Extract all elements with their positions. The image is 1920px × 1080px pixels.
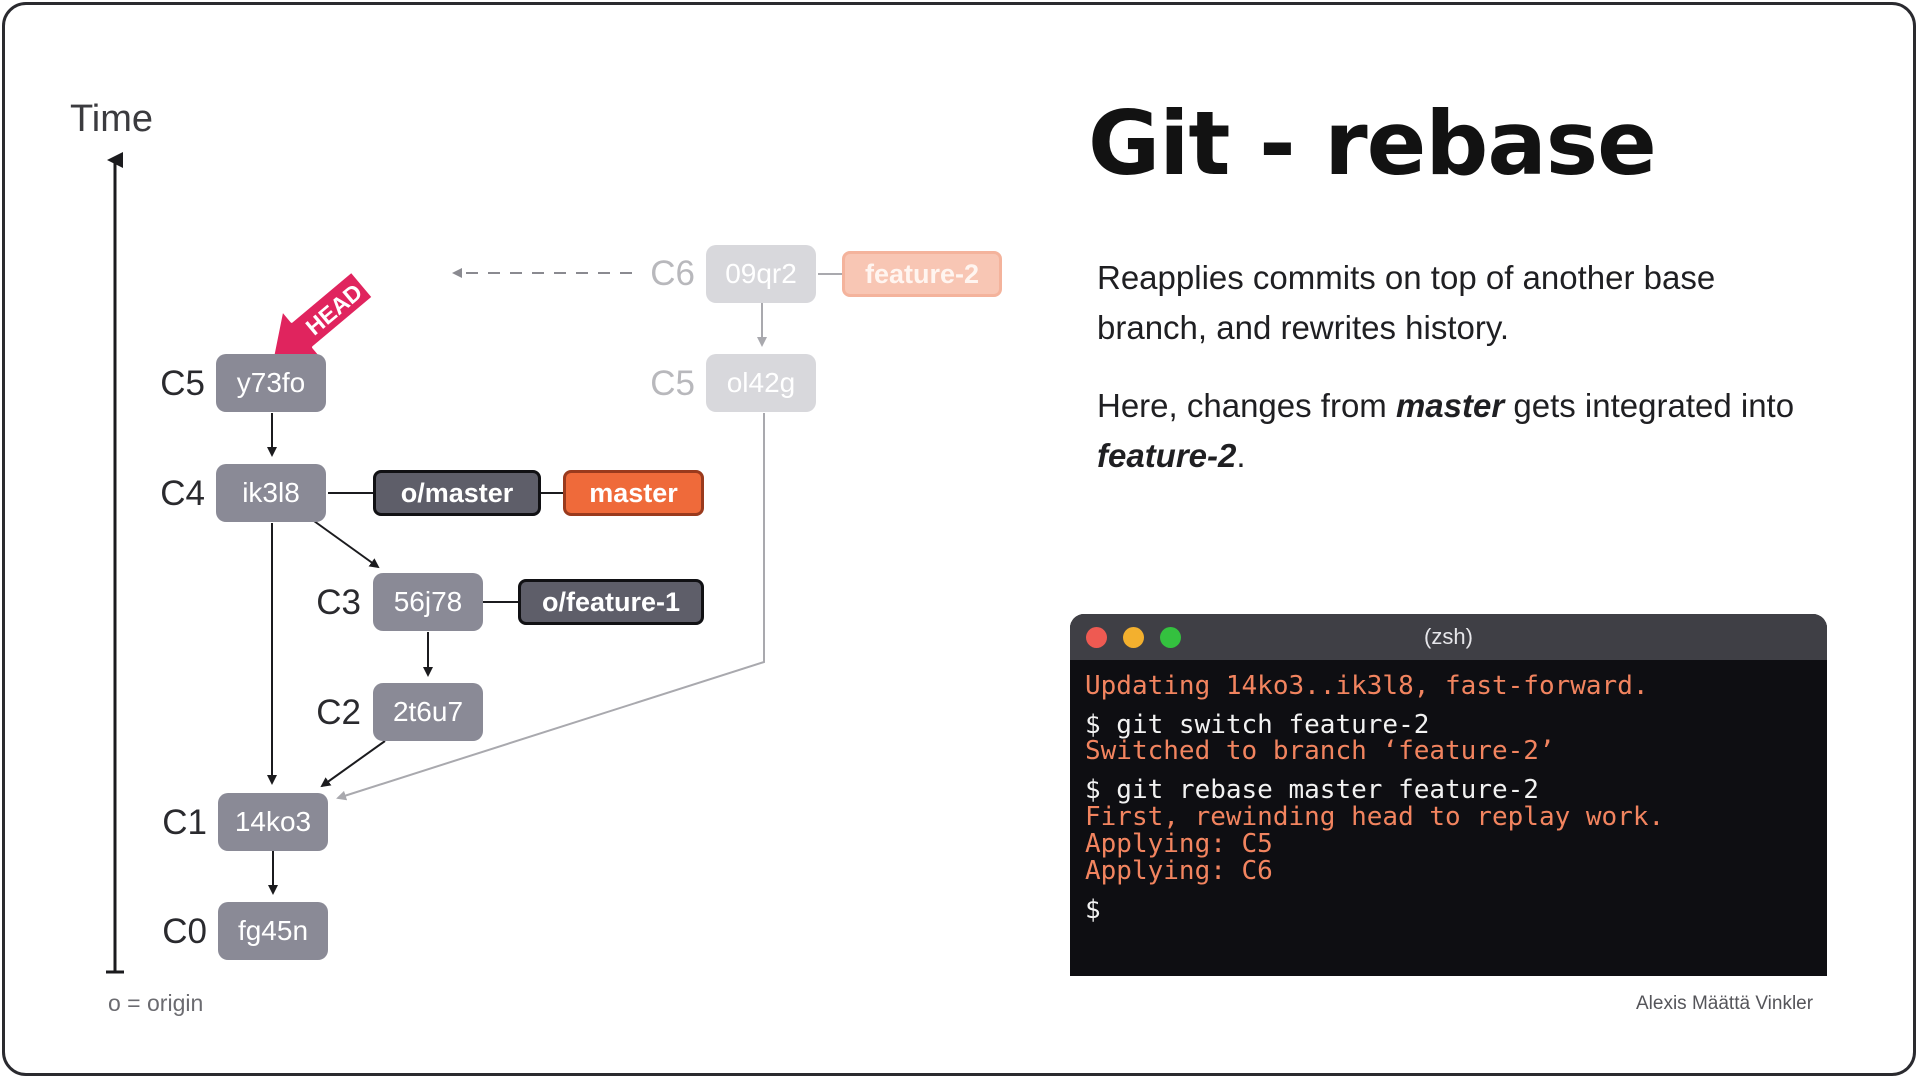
- minimize-window-icon[interactable]: [1123, 627, 1144, 648]
- terminal-window: (zsh) Updating 14ko3..ik3l8, fast-forwar…: [1070, 614, 1827, 976]
- close-window-icon[interactable]: [1086, 627, 1107, 648]
- terminal-line: Switched to branch ‘feature-2’: [1085, 736, 1555, 766]
- ref-origin-feature-1: o/feature-1: [518, 579, 704, 625]
- ref-master: master: [563, 470, 704, 516]
- ref-feature-2: feature-2: [842, 251, 1002, 297]
- terminal-title: (zsh): [1424, 624, 1473, 649]
- commit-c4: ik3l8: [216, 464, 326, 522]
- terminal-line: Applying: C5: [1085, 829, 1273, 859]
- commit-c3: 56j78: [373, 573, 483, 631]
- commit-c2: 2t6u7: [373, 683, 483, 741]
- commit-c1: 14ko3: [218, 793, 328, 851]
- time-axis-label: Time: [70, 98, 154, 140]
- emphasis-master: master: [1395, 387, 1505, 424]
- commit-label-c4: C4: [160, 474, 205, 513]
- author-credit: Alexis Määttä Vinkler: [1636, 993, 1814, 1014]
- terminal-line: First, rewinding head to replay work.: [1085, 802, 1665, 832]
- commit-label-c3: C3: [316, 583, 361, 622]
- terminal-output[interactable]: Updating 14ko3..ik3l8, fast-forward. $ g…: [1070, 660, 1827, 927]
- terminal-line: $ git switch feature-2: [1085, 710, 1430, 740]
- commit-c5-ghost: ol42g: [706, 354, 816, 412]
- commit-label-c6-ghost: C6: [650, 254, 695, 293]
- description-paragraph-2: Here, changes from master gets integrate…: [1097, 387, 1795, 474]
- ref-origin-master: o/master: [373, 470, 541, 516]
- terminal-line: Applying: C6: [1085, 856, 1273, 886]
- commit-label-c1: C1: [162, 803, 207, 842]
- commit-label-c5: C5: [160, 364, 205, 403]
- origin-legend: o = origin: [108, 990, 204, 1016]
- commit-label-c5-ghost: C5: [650, 364, 695, 403]
- commit-c6-ghost: 09qr2: [706, 245, 816, 303]
- description-paragraph-1: Reapplies commits on top of another base…: [1097, 259, 1716, 346]
- terminal-line: $ git rebase master feature-2: [1085, 775, 1539, 805]
- maximize-window-icon[interactable]: [1160, 627, 1181, 648]
- commit-c5: y73fo: [216, 354, 326, 412]
- commit-c0: fg45n: [218, 902, 328, 960]
- terminal-line: Updating 14ko3..ik3l8, fast-forward.: [1085, 671, 1649, 701]
- terminal-prompt: $: [1085, 895, 1101, 925]
- terminal-title-bar: (zsh): [1070, 614, 1827, 660]
- commit-label-c2: C2: [316, 693, 361, 732]
- emphasis-feature-2: feature-2: [1097, 437, 1237, 474]
- slide-title: Git - rebase: [1088, 92, 1657, 195]
- commit-label-c0: C0: [162, 912, 207, 951]
